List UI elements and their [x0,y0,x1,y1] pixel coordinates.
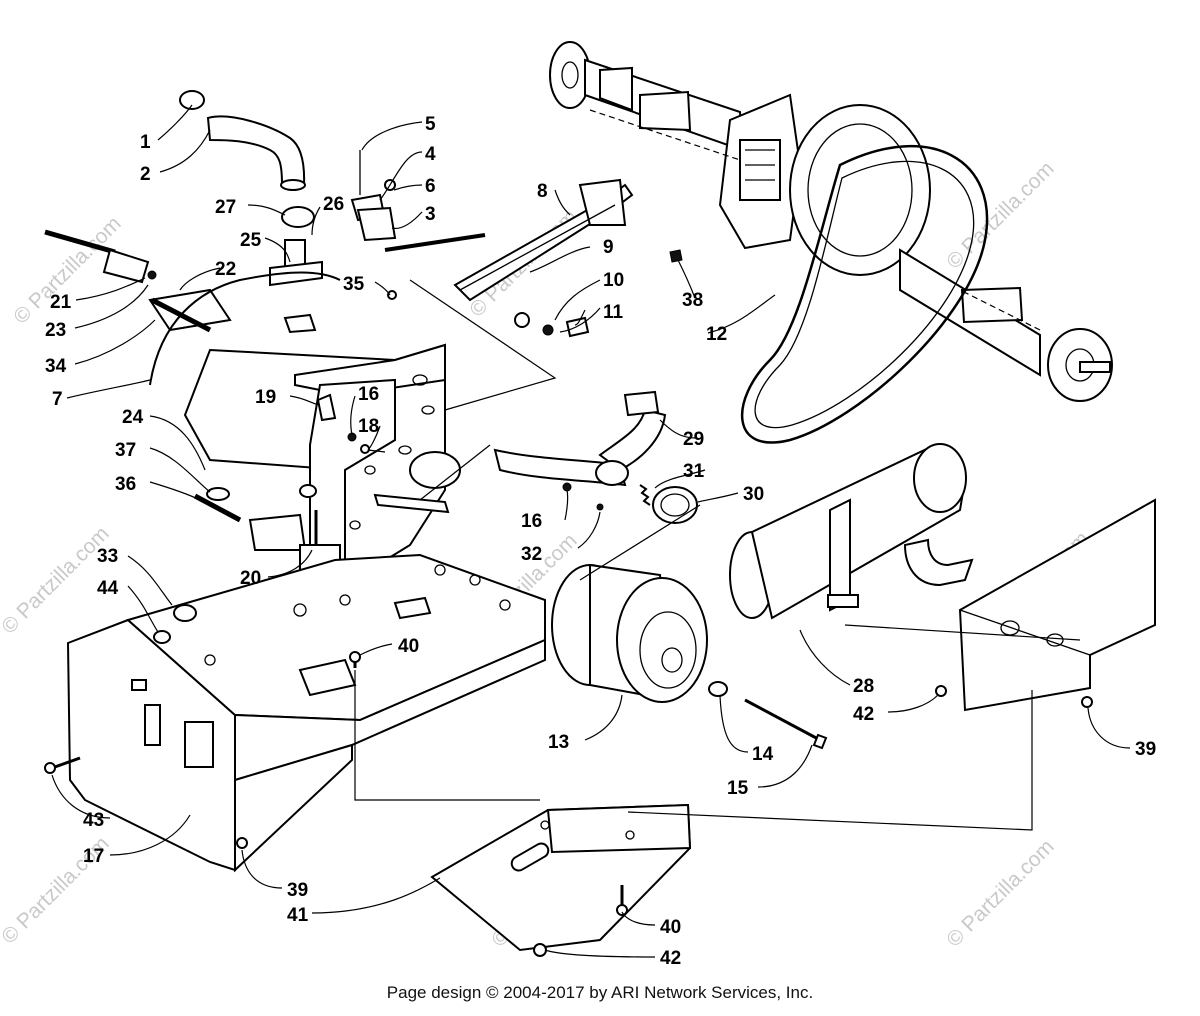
callout-6: 6 [425,176,436,197]
callout-43: 43 [83,810,104,831]
bottom-shield [430,803,692,952]
callout-36: 36 [115,474,136,495]
callout-5: 5 [425,114,436,135]
engine-block [183,343,461,587]
callout-41: 41 [287,905,309,926]
fuel-line-assembly [44,229,341,386]
axle-assembly [549,41,1113,444]
callout-28: 28 [853,676,874,697]
callout-27: 27 [215,197,236,218]
callout-14: 14 [752,744,774,765]
reference-lines [354,109,1081,831]
callout-8: 8 [537,181,548,202]
callout-40-frame: 40 [398,636,419,657]
callout-9: 9 [603,237,614,258]
callout-44: 44 [97,578,119,599]
callout-37: 37 [115,440,136,461]
callout-39-right: 39 [1135,739,1156,760]
callout-30: 30 [743,484,764,505]
callout-32: 32 [521,544,542,565]
callout-2: 2 [140,164,151,185]
fasteners [44,290,1093,957]
callout-17: 17 [83,846,104,867]
callout-4: 4 [425,144,436,165]
callout-33: 33 [97,546,118,567]
callout-21: 21 [50,292,72,313]
callout-11: 11 [603,302,624,323]
callout-19: 19 [255,387,276,408]
callout-18: 18 [358,416,379,437]
callout-15: 15 [727,778,749,799]
watermark-right-top: © Partzilla.com [942,157,1058,273]
base-frame [66,553,546,873]
callout-16-exhaust: 16 [521,511,542,532]
callout-34: 34 [45,356,67,377]
muffler-assembly [729,443,1156,712]
callout-42-muffler: 42 [853,704,874,725]
drive-pulley [551,563,828,750]
footer-credit: Page design © 2004-2017 by ARI Network S… [386,983,814,1002]
callout-39-left: 39 [287,880,308,901]
callout-1: 1 [140,132,151,153]
callout-16-engine: 16 [358,384,379,405]
callout-26: 26 [323,194,344,215]
callout-12: 12 [706,324,727,345]
callout-31: 31 [683,461,705,482]
callout-42-shield: 42 [660,948,681,969]
leader-lines [51,104,1131,958]
callout-22: 22 [215,259,236,280]
callout-40-shield: 40 [660,917,681,938]
intake-assembly [179,90,397,334]
callouts: 1 2 3 4 5 6 7 8 9 10 11 12 13 14 15 16 1… [45,114,1156,969]
callout-7: 7 [52,389,63,410]
callout-10: 10 [603,270,624,291]
watermark-right-bottom: © Partzilla.com [942,835,1058,951]
callout-13: 13 [548,732,569,753]
support-bracket [384,178,683,338]
callout-38: 38 [682,290,703,311]
callout-25: 25 [240,230,262,251]
callout-24: 24 [122,407,144,428]
callout-35: 35 [343,274,365,295]
exhaust-pipe-assembly [493,390,698,524]
callout-3: 3 [425,204,436,225]
callout-29: 29 [683,429,704,450]
callout-20: 20 [240,568,261,589]
callout-23: 23 [45,320,66,341]
